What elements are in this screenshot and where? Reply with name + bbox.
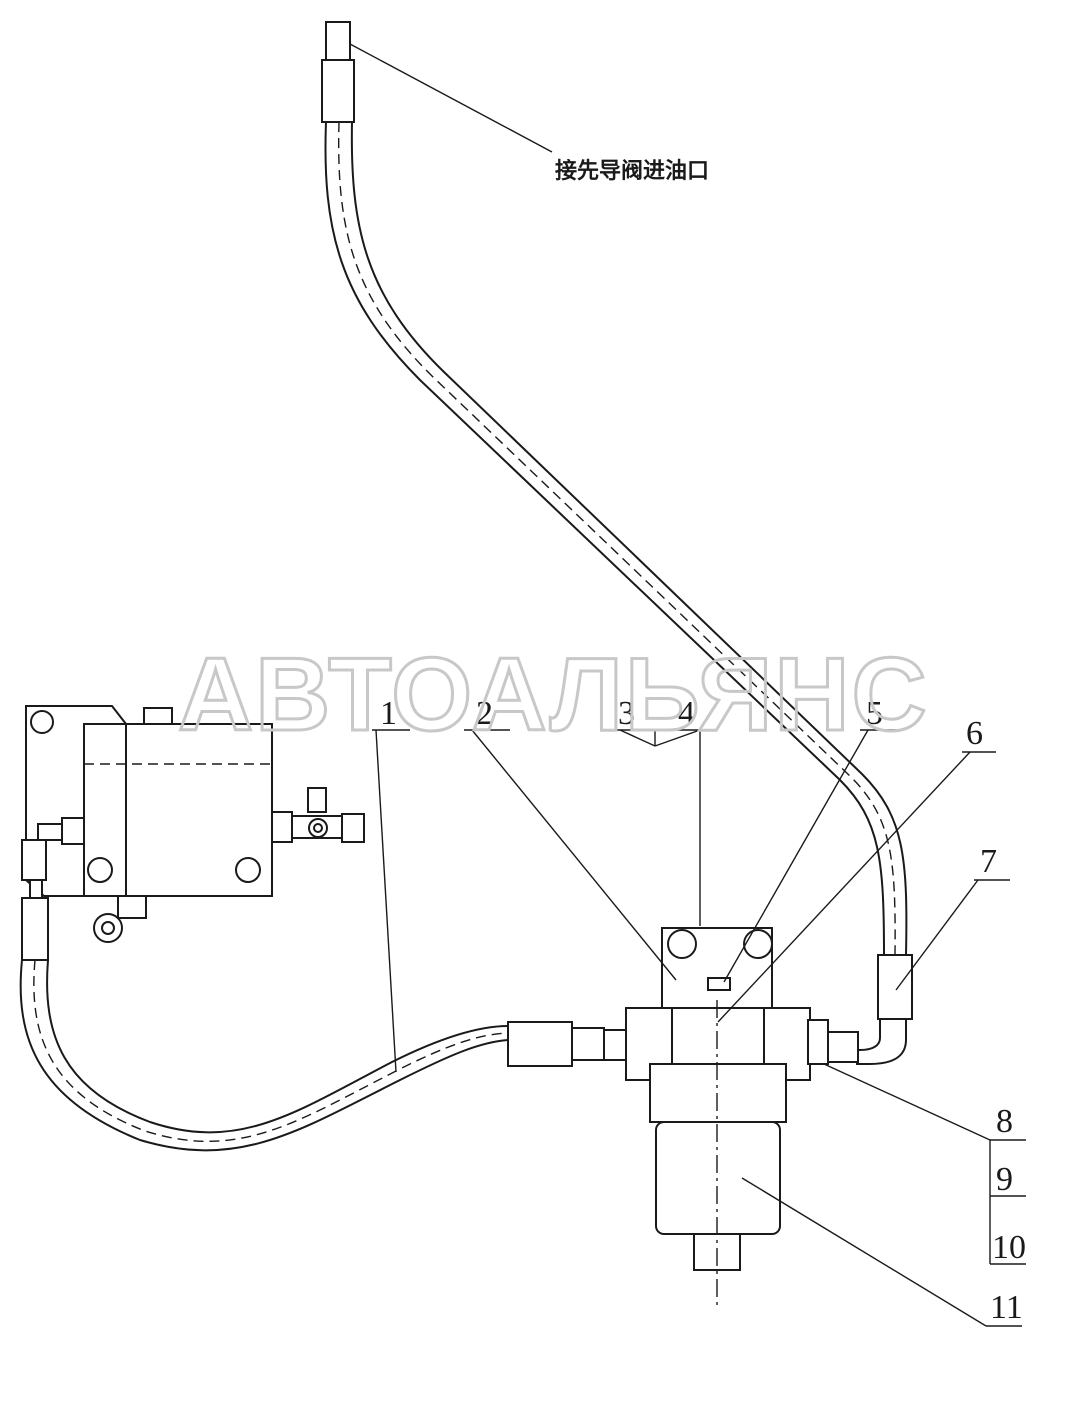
upper-hose-ferrule	[321, 59, 355, 123]
watermark-text: АВТОАЛЬЯНС	[178, 637, 929, 753]
valve-body	[83, 723, 273, 897]
upper-hose	[321, 21, 913, 1065]
right-port-fitting	[308, 818, 328, 838]
bottom-elbow	[117, 895, 147, 919]
callout-1: 1	[380, 695, 397, 732]
filter-assembly	[603, 927, 859, 1306]
callout-7: 7	[980, 843, 997, 880]
callout-11: 11	[990, 1289, 1023, 1326]
bracket-bolt-right	[743, 929, 773, 959]
callout-5: 5	[866, 695, 883, 732]
left-port-nut	[61, 817, 85, 845]
upper-hose-end-nut	[325, 21, 351, 61]
lower-hose-ferrule-left	[21, 897, 49, 961]
right-port-nut	[271, 811, 293, 843]
lower-hose-ferrule-right	[507, 1021, 573, 1067]
left-elbow	[21, 839, 47, 881]
note-leader	[349, 43, 553, 153]
callout-2: 2	[476, 695, 493, 732]
hose-fitting-7	[877, 954, 913, 1020]
callout-numbers: 1 2 3 4 5 6 7 8 9 10 11	[380, 695, 1026, 1326]
callout-9: 9	[996, 1161, 1013, 1198]
valve-mount-hole-left	[87, 857, 113, 883]
lower-hose	[19, 897, 605, 1152]
callout-10: 10	[992, 1229, 1026, 1266]
callout-3: 3	[618, 695, 635, 732]
outlet-nut	[827, 1031, 859, 1063]
callout-8: 8	[996, 1103, 1013, 1140]
bracket-hole	[30, 710, 54, 734]
filter-bowl	[655, 1121, 781, 1235]
gauge-port	[307, 787, 327, 813]
pilot-valve-inlet-note: 接先导阀进油口	[555, 159, 709, 184]
callout-6: 6	[966, 715, 983, 752]
bracket-bolt-left	[667, 929, 697, 959]
callout-leaders	[372, 729, 1026, 1327]
bracket-plate	[661, 927, 773, 1009]
bottom-port-fitting	[93, 913, 123, 943]
valve-mount-hole-right	[235, 857, 261, 883]
top-plug	[143, 707, 173, 725]
bracket-screw	[707, 977, 731, 991]
callout-4: 4	[678, 695, 695, 732]
valve-block	[21, 705, 365, 943]
filter-collar	[649, 1063, 787, 1123]
lower-hose-nut	[571, 1027, 605, 1061]
